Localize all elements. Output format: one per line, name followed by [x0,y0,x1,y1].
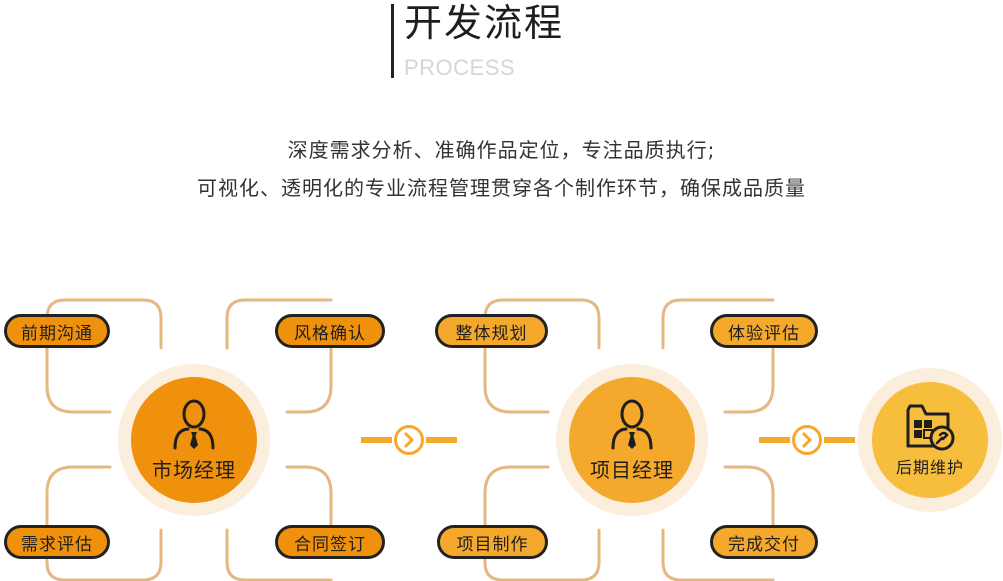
person-icon [611,399,653,449]
maintenance-icon [906,404,955,451]
person-icon [173,399,215,449]
step-pill: 合同签订 [275,525,385,559]
market-manager-label: 市场经理 [152,457,236,482]
step-pill: 完成交付 [710,525,818,559]
description-line-2: 可视化、透明化的专业流程管理贯穿各个制作环节，确保成品质量 [197,176,806,200]
title-divider [391,4,394,78]
project-manager-label: 项目经理 [590,457,674,482]
market-manager-node: 市场经理 [131,377,257,503]
project-manager-node: 项目经理 [569,377,695,503]
step-pill: 风格确认 [275,314,385,348]
maintenance-node: 后期维护 [872,382,988,498]
step-pill: 体验评估 [710,314,818,348]
arrow-right-icon [759,425,855,455]
page-title: 开发流程 [404,1,565,45]
step-pill: 整体规划 [435,314,548,348]
description-line-1: 深度需求分析、准确作品定位，专注品质执行; [287,138,716,162]
step-pill: 前期沟通 [4,314,110,348]
arrow-right-icon [361,425,457,455]
step-pill: 需求评估 [4,525,110,559]
maintenance-label: 后期维护 [895,458,964,477]
page-subtitle: PROCESS [404,55,516,80]
step-pill: 项目制作 [437,525,548,559]
